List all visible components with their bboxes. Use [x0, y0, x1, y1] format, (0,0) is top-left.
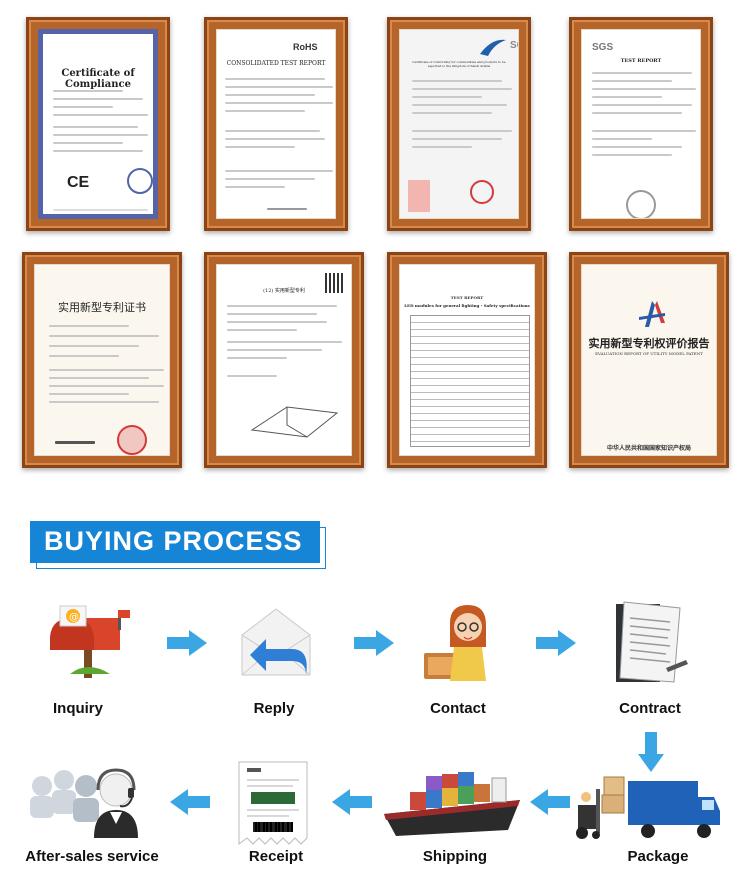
call-center-icon [30, 768, 138, 838]
certificate-frame-3: SGS Certificate of Conformity for commod… [387, 17, 531, 231]
certificate-title: Certificate of Conformity for commoditie… [412, 60, 506, 68]
certificate-compliance: Certificate of Compliance CE [38, 29, 158, 219]
contract-document-icon [616, 601, 688, 683]
red-seal [117, 425, 147, 455]
step-label-inquiry: Inquiry [52, 700, 103, 717]
rohs-mark: RoHS [293, 42, 318, 52]
receipt-icon [238, 761, 308, 845]
step-label-receipt: Receipt [248, 848, 304, 865]
report-title: CONSOLIDATED TEST REPORT [226, 60, 326, 67]
certificate-frame-7: TEST REPORT LED modules for general ligh… [387, 252, 547, 468]
arrow-right-icon [354, 630, 394, 656]
step-label-package: Package [627, 848, 689, 865]
step-label-contract: Contract [619, 700, 681, 717]
sgs-mark: SGS [592, 42, 614, 53]
certificate-frame-5: 实用新型专利证书 [22, 252, 182, 468]
buying-process-title: BUYING PROCESS [44, 526, 303, 556]
rohs-test-report: RoHS CONSOLIDATED TEST REPORT [216, 29, 336, 219]
arrow-left-icon [530, 789, 570, 815]
step-label-contact: Contact [430, 700, 486, 717]
report-title: LED modules for general lighting - Safet… [404, 303, 530, 308]
utility-patent-certificate: 实用新型专利证书 [34, 264, 170, 456]
step-label-after-sales: After-sales service [25, 848, 159, 865]
stamp-seal [470, 180, 494, 204]
cargo-ship-icon [384, 772, 520, 836]
patent-office-logo [639, 301, 665, 327]
step-label-shipping: Shipping [422, 848, 488, 865]
report-title: TEST REPORT [620, 58, 662, 64]
saudi-conformity-certificate: SGS Certificate of Conformity for commod… [399, 29, 519, 219]
certificate-title: 实用新型专利证书 [58, 301, 146, 314]
sgs-mark: SGS [510, 40, 518, 51]
sgs-seal [626, 190, 656, 218]
arrow-left-icon [170, 789, 210, 815]
arrow-down-icon [638, 732, 664, 772]
certificate-title: Certificate of Compliance [61, 68, 135, 90]
report-mark: TEST REPORT [450, 295, 484, 300]
certificate-frame-8: 实用新型专利权评价报告 EVALUATION REPORT OF UTILITY… [569, 252, 729, 468]
document-title: (12) 实用新型专利 [263, 288, 305, 294]
patent-evaluation-report: 实用新型专利权评价报告 EVALUATION REPORT OF UTILITY… [581, 264, 717, 456]
report-title: 实用新型专利权评价报告 [588, 337, 710, 350]
utility-patent-document: (12) 实用新型专利 [216, 264, 352, 456]
bird-logo-icon [480, 39, 506, 56]
stamp-seal [127, 168, 153, 194]
reply-envelope-icon [241, 608, 311, 676]
truck-forklift-icon [576, 776, 720, 839]
sgs-test-report: SGS TEST REPORT [581, 29, 701, 219]
ce-mark: CE [67, 174, 90, 191]
certificate-frame-2: RoHS CONSOLIDATED TEST REPORT [204, 17, 348, 231]
report-subtitle: EVALUATION REPORT OF UTILITY MODEL PATEN… [595, 351, 703, 356]
certificate-frame-6: (12) 实用新型专利 [204, 252, 364, 468]
operator-icon [424, 605, 486, 681]
certificate-frame-4: SGS TEST REPORT [569, 17, 713, 231]
step-label-reply: Reply [253, 700, 295, 717]
svg-text:@: @ [69, 612, 79, 623]
mailbox-icon: @ [50, 605, 130, 678]
patent-drawing [250, 406, 339, 438]
arrow-right-icon [167, 630, 207, 656]
certificate-frame-1: Certificate of Compliance CE [26, 17, 170, 231]
report-footer: 中华人民共和国国家知识产权局 [606, 445, 691, 452]
arrow-right-icon [536, 630, 576, 656]
led-safety-test-report: TEST REPORT LED modules for general ligh… [399, 264, 535, 456]
arrow-left-icon [332, 789, 372, 815]
